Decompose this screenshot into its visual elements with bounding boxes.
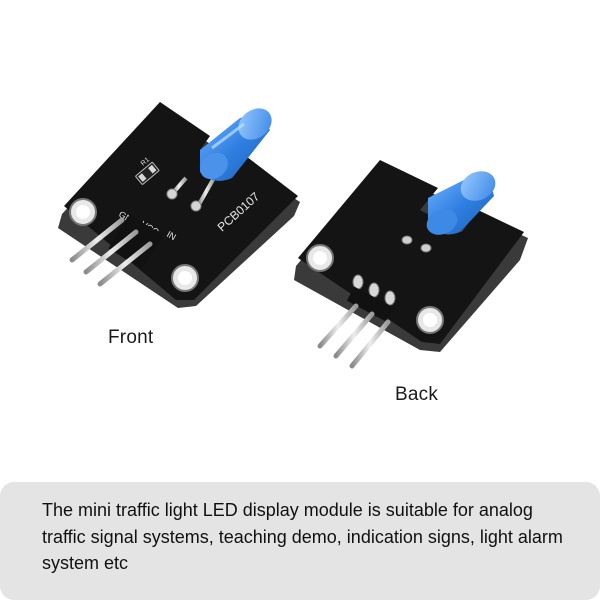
caption-box: The mini traffic light LED display modul… [0,482,600,600]
back-pin-solder-2 [368,282,380,298]
back-label: Back [395,384,439,405]
resistor-label: R1 [140,156,151,167]
front-led-pad-2 [190,200,202,212]
back-led-icon [426,171,496,235]
back-module [294,160,528,369]
front-led-icon [200,108,272,181]
resistor-icon [135,162,160,185]
back-led-solder-1 [401,235,413,245]
caption-text: The mini traffic light LED display modul… [42,500,563,573]
back-led-solder-2 [420,243,432,253]
front-led-pad-1 [166,188,178,200]
product-illustration: R1 PCB0107 GND VCC IN [58,102,528,369]
front-header-pins [69,214,164,287]
pin-label-in: IN [165,229,178,242]
back-header-pins [317,286,394,369]
front-module: R1 PCB0107 GND VCC IN [58,102,300,308]
back-pin-solder-3 [384,290,396,306]
front-label: Front [108,327,154,348]
back-pcb [298,160,524,344]
